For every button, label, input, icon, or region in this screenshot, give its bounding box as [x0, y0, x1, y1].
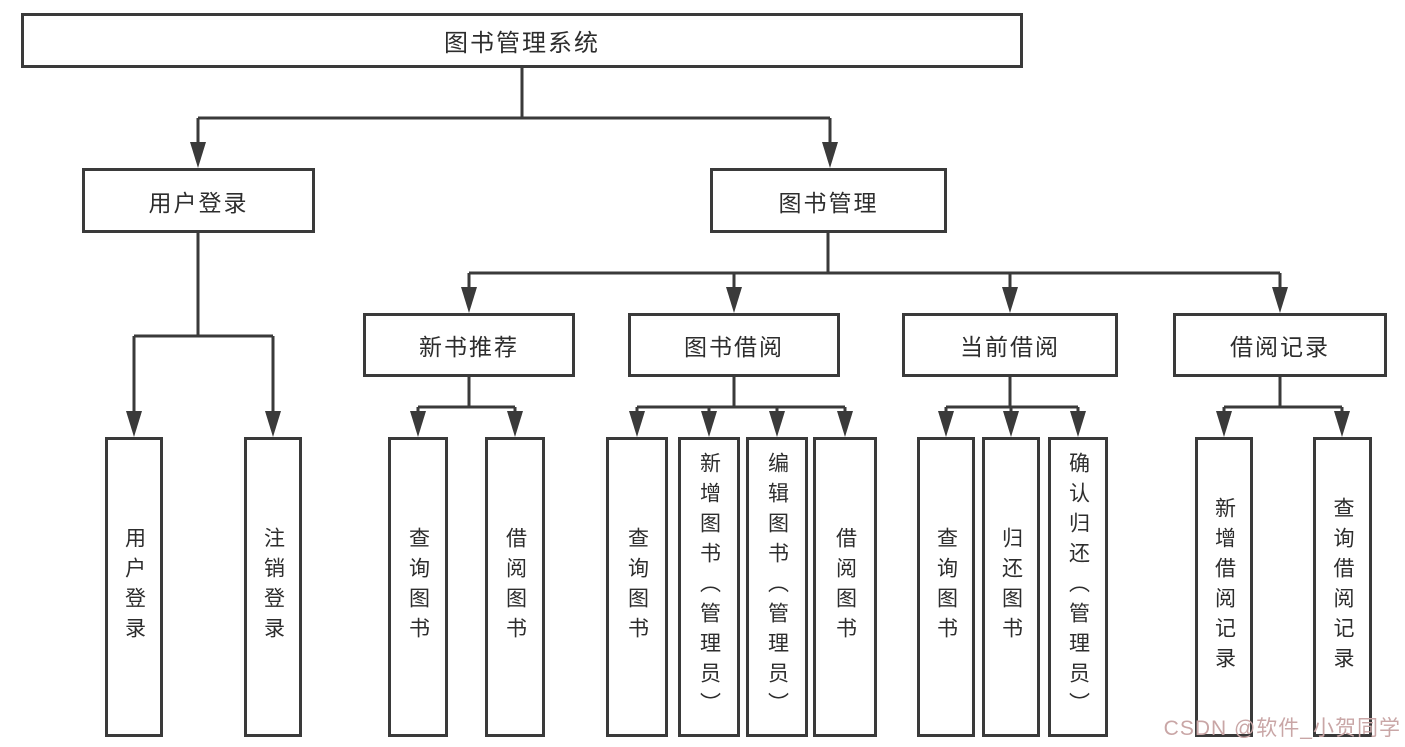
leaf-edit-books-admin: 编辑图书（管理员）: [746, 437, 808, 737]
leaf-label: 借阅图书: [503, 527, 527, 647]
leaf-add-books-admin: 新增图书（管理员）: [678, 437, 740, 737]
leaf-label: 用户登录: [122, 527, 146, 647]
leaf-label: 新增借阅记录: [1212, 497, 1236, 677]
leaf-label: 确认归还（管理员）: [1066, 452, 1090, 722]
node-book-borrowing: 图书借阅: [628, 313, 840, 377]
node-current-borrowing: 当前借阅: [902, 313, 1118, 377]
leaf-borrow-books-recommend: 借阅图书: [485, 437, 545, 737]
leaf-label: 编辑图书（管理员）: [765, 452, 789, 722]
node-label: 图书管理系统: [444, 30, 600, 57]
node-book-management: 图书管理: [710, 168, 947, 233]
leaf-label: 新增图书（管理员）: [697, 452, 721, 722]
node-user-login: 用户登录: [82, 168, 315, 233]
leaf-query-books-current: 查询图书: [917, 437, 975, 737]
leaf-label: 归还图书: [999, 527, 1023, 647]
node-borrowing-records: 借阅记录: [1173, 313, 1387, 377]
leaf-query-books-recommend: 查询图书: [388, 437, 448, 737]
node-label: 用户登录: [148, 189, 249, 216]
node-label: 新书推荐: [419, 334, 519, 360]
leaf-add-borrow-record: 新增借阅记录: [1195, 437, 1253, 737]
leaf-return-books: 归还图书: [982, 437, 1040, 737]
node-library-management-system: 图书管理系统: [21, 13, 1023, 68]
leaf-user-login: 用户登录: [105, 437, 163, 737]
node-label: 图书管理: [778, 189, 879, 216]
leaf-logout: 注销登录: [244, 437, 302, 737]
node-label: 当前借阅: [960, 334, 1060, 360]
watermark: CSDN @软件_小贺同学: [1163, 717, 1401, 740]
leaf-label: 查询借阅记录: [1331, 497, 1354, 677]
node-label: 借阅记录: [1230, 334, 1330, 360]
leaf-label: 查询图书: [406, 527, 430, 647]
leaf-label: 查询图书: [625, 527, 649, 647]
leaf-label: 借阅图书: [833, 527, 857, 647]
node-new-book-recommendation: 新书推荐: [363, 313, 575, 377]
leaf-confirm-return-admin: 确认归还（管理员）: [1048, 437, 1108, 737]
arrowheads: [126, 142, 1350, 437]
leaf-borrow-books: 借阅图书: [813, 437, 877, 737]
leaf-query-books-borrowing: 查询图书: [606, 437, 668, 737]
leaf-label: 查询图书: [934, 527, 958, 647]
node-label: 图书借阅: [684, 334, 784, 360]
leaf-query-borrow-record: 查询借阅记录: [1313, 437, 1372, 737]
leaf-label: 注销登录: [261, 527, 285, 647]
